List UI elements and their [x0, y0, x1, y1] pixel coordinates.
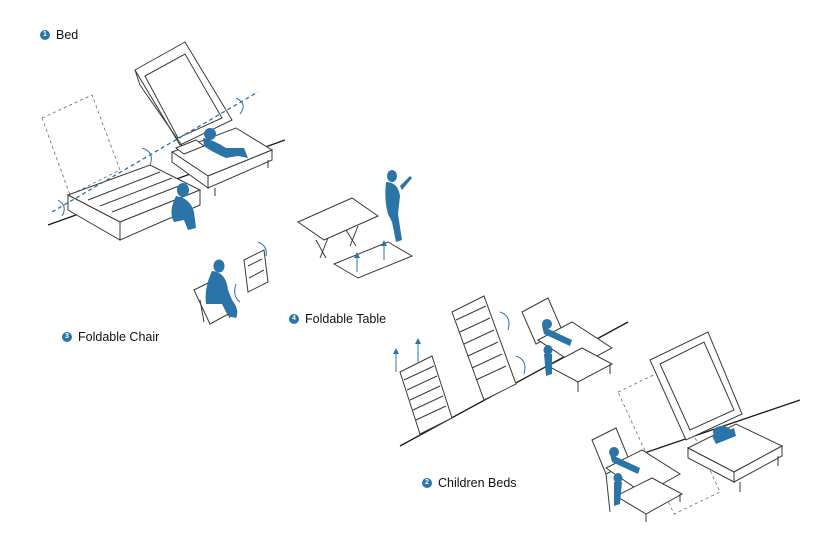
label-text: Bed: [56, 28, 79, 42]
number-badge: 1: [40, 30, 50, 40]
label-table: 4 Foldable Table: [289, 312, 386, 326]
label-bed: 1 Bed: [40, 28, 78, 42]
number-badge: 3: [62, 332, 72, 342]
label-text: Foldable Chair: [78, 330, 160, 344]
chair-illustration: [193, 241, 269, 325]
label-text: Foldable Table: [305, 312, 387, 326]
bed-illustration: [41, 41, 286, 241]
label-children-beds: 2 Children Beds: [422, 476, 517, 490]
table-illustration: [296, 170, 414, 279]
children-beds-illustration: [393, 295, 801, 522]
number-badge: 4: [289, 314, 299, 324]
number-badge: 2: [422, 478, 432, 488]
label-chair: 3 Foldable Chair: [62, 330, 159, 344]
label-text: Children Beds: [438, 476, 517, 490]
